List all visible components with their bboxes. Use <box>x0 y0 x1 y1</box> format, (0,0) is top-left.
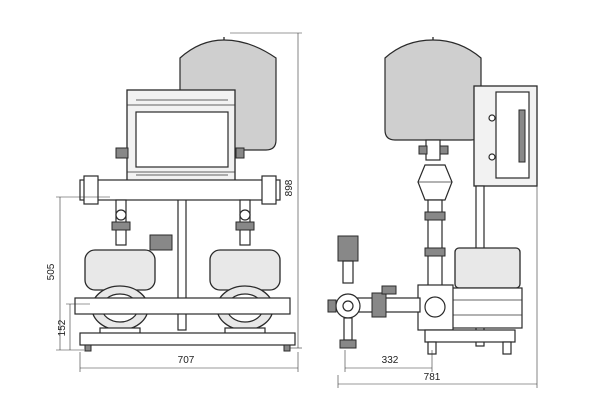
dim-label-332: 332 <box>382 355 399 366</box>
side-control-box <box>473 85 538 187</box>
front-control-box <box>115 89 245 186</box>
side-pump-head <box>417 284 454 331</box>
side-diaphragm-tank <box>384 37 482 141</box>
front-valve-right <box>235 199 255 246</box>
side-base-frame <box>424 329 516 355</box>
front-pump-left <box>84 249 156 335</box>
front-pressure-switch <box>149 234 173 251</box>
side-check-valve <box>417 164 453 201</box>
side-inlet-gauge <box>327 293 361 349</box>
front-dimension-lines <box>56 32 302 372</box>
dim-label-707: 707 <box>178 355 195 366</box>
dim-label-152: 152 <box>57 319 68 336</box>
front-view <box>74 37 296 352</box>
front-suction-manifold <box>74 297 291 315</box>
dim-label-781: 781 <box>424 372 441 383</box>
front-pump-right <box>209 249 281 335</box>
front-base-frame <box>79 332 296 352</box>
side-view <box>327 37 538 355</box>
dim-label-505: 505 <box>46 263 57 280</box>
side-pressure-switch <box>337 235 359 284</box>
side-tank-valve <box>418 139 449 161</box>
dim-label-898: 898 <box>284 179 295 196</box>
side-dimension-lines <box>337 186 538 388</box>
side-pump-motor <box>449 247 523 329</box>
front-valve-left <box>111 199 131 246</box>
